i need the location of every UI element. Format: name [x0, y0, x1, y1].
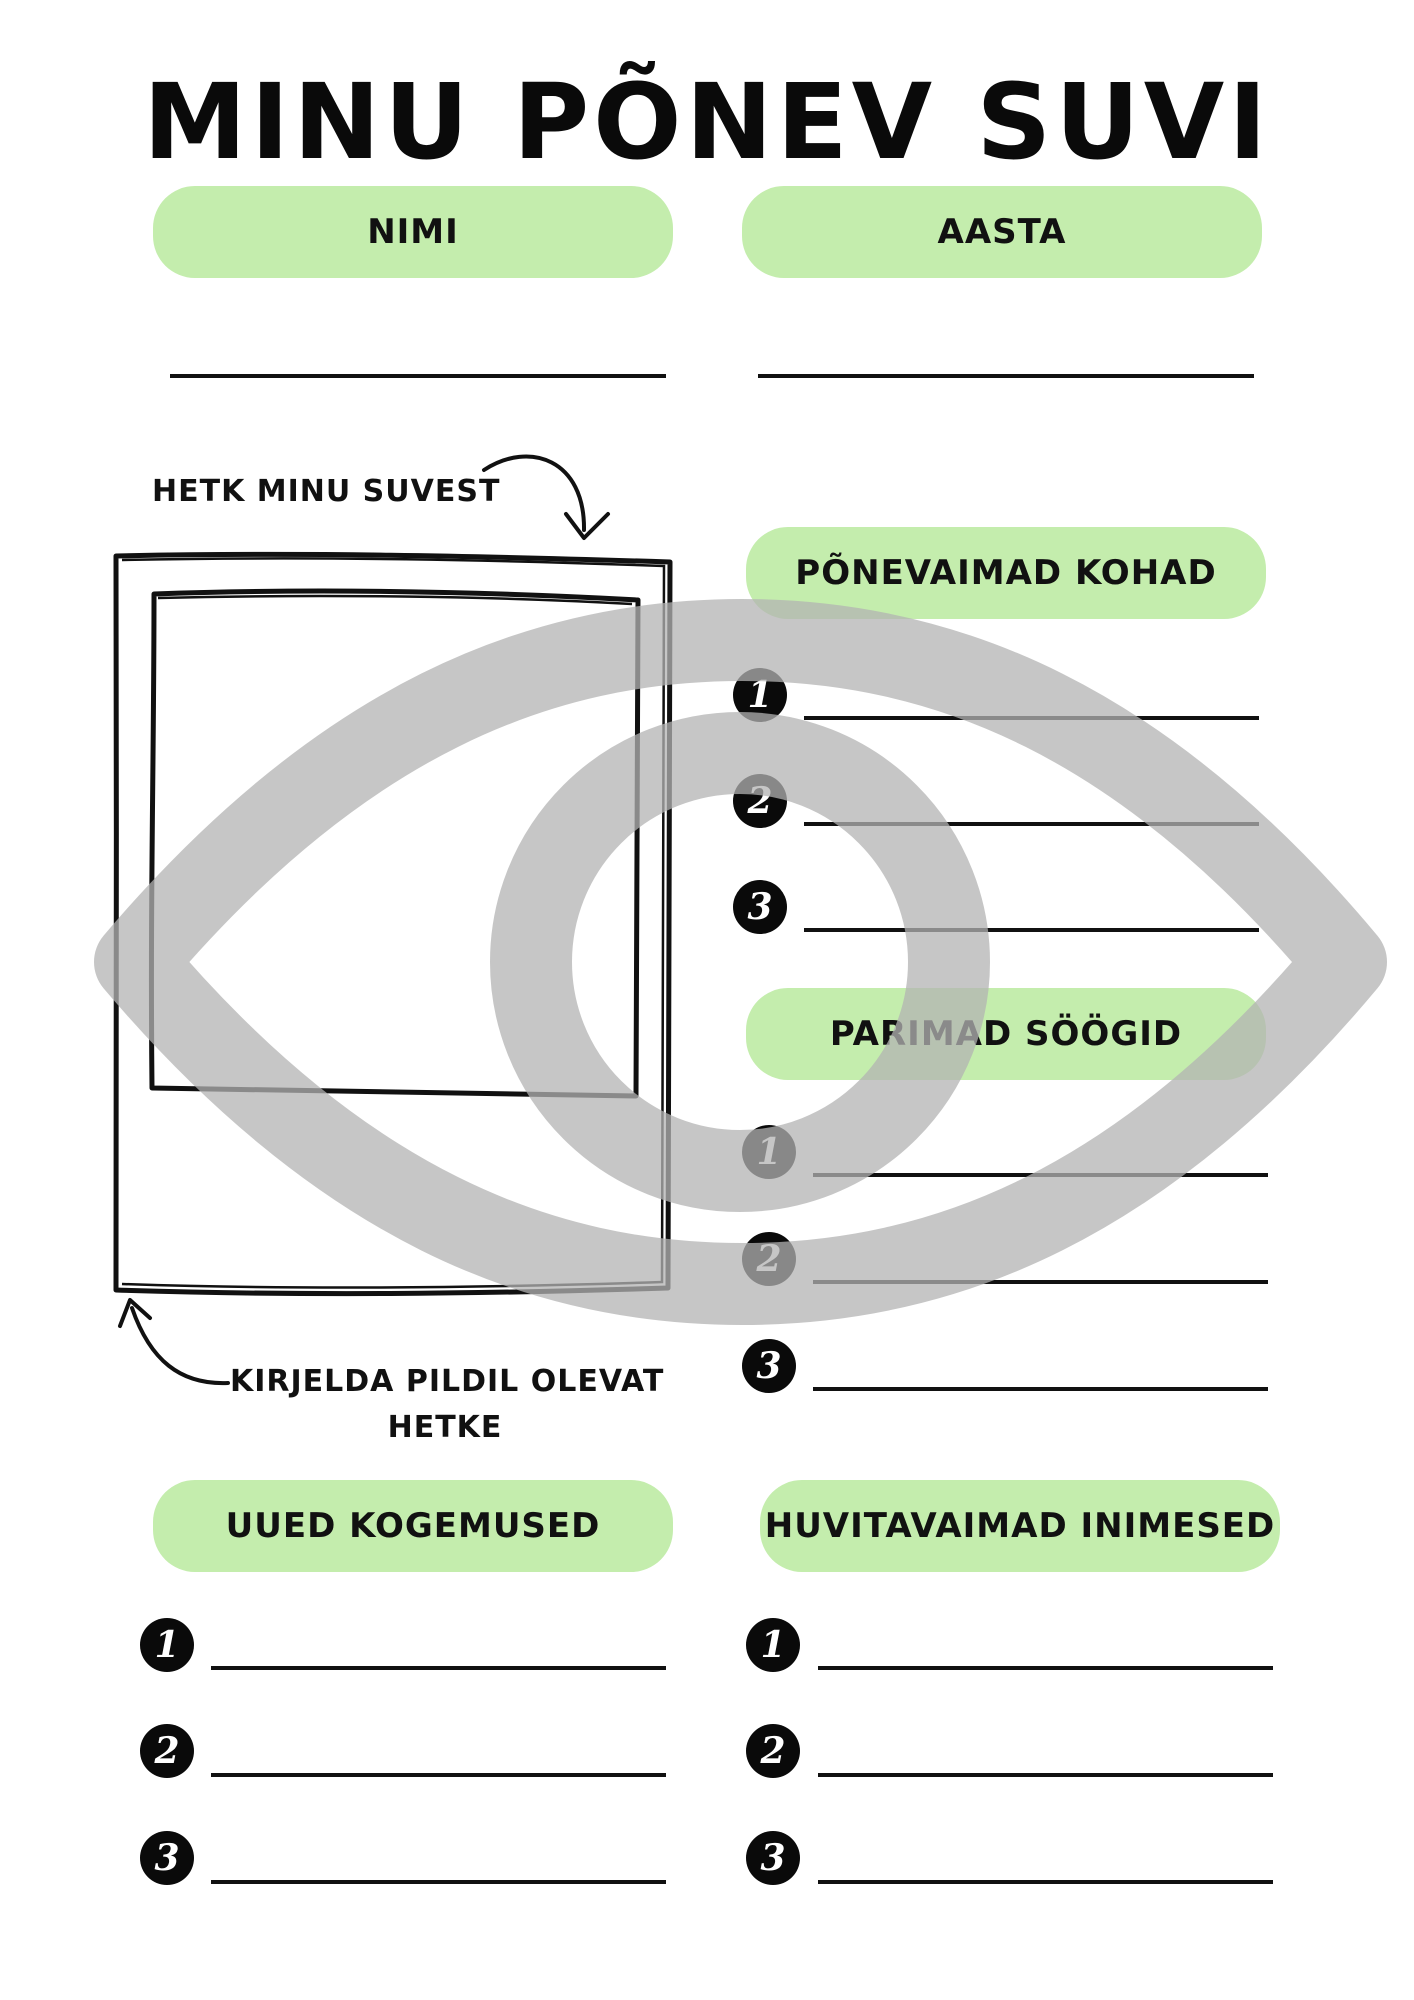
people-line-3[interactable] [818, 1880, 1273, 1884]
foods-line-1[interactable] [813, 1173, 1268, 1177]
experiences-line-2[interactable] [211, 1773, 666, 1777]
year-label: AASTA [742, 186, 1262, 278]
name-field[interactable] [170, 374, 666, 378]
people-line-1[interactable] [818, 1666, 1273, 1670]
people-label: HUVITAVAIMAD INIMESED [760, 1480, 1280, 1572]
places-label: PÕNEVAIMAD KOHAD [746, 527, 1266, 619]
people-number-1: 1 [746, 1618, 800, 1672]
foods-line-3[interactable] [813, 1387, 1268, 1391]
places-line-1[interactable] [804, 716, 1259, 720]
experiences-line-1[interactable] [211, 1666, 666, 1670]
places-line-2[interactable] [804, 822, 1259, 826]
experiences-number-3: 3 [140, 1831, 194, 1885]
year-field[interactable] [758, 374, 1254, 378]
people-number-3: 3 [746, 1831, 800, 1885]
places-number-3: 3 [733, 880, 787, 934]
foods-number-2: 2 [742, 1232, 796, 1286]
page-title: MINU PÕNEV SUVI [143, 61, 1271, 183]
foods-number-1: 1 [742, 1125, 796, 1179]
photo-caption-bottom-line2: HETKE [387, 1410, 503, 1445]
experiences-number-2: 2 [140, 1724, 194, 1778]
places-number-2: 2 [733, 774, 787, 828]
photo-caption-top: HETK MINU SUVEST [152, 474, 501, 509]
places-number-1: 1 [733, 668, 787, 722]
experiences-label: UUED KOGEMUSED [153, 1480, 673, 1572]
foods-label: PARIMAD SÖÖGID [746, 988, 1266, 1080]
people-line-2[interactable] [818, 1773, 1273, 1777]
foods-line-2[interactable] [813, 1280, 1268, 1284]
places-line-3[interactable] [804, 928, 1259, 932]
experiences-line-3[interactable] [211, 1880, 666, 1884]
photo-caption-bottom-line1: KIRJELDA PILDIL OLEVAT [230, 1364, 665, 1399]
name-label: NIMI [153, 186, 673, 278]
foods-number-3: 3 [742, 1339, 796, 1393]
people-number-2: 2 [746, 1724, 800, 1778]
experiences-number-1: 1 [140, 1618, 194, 1672]
